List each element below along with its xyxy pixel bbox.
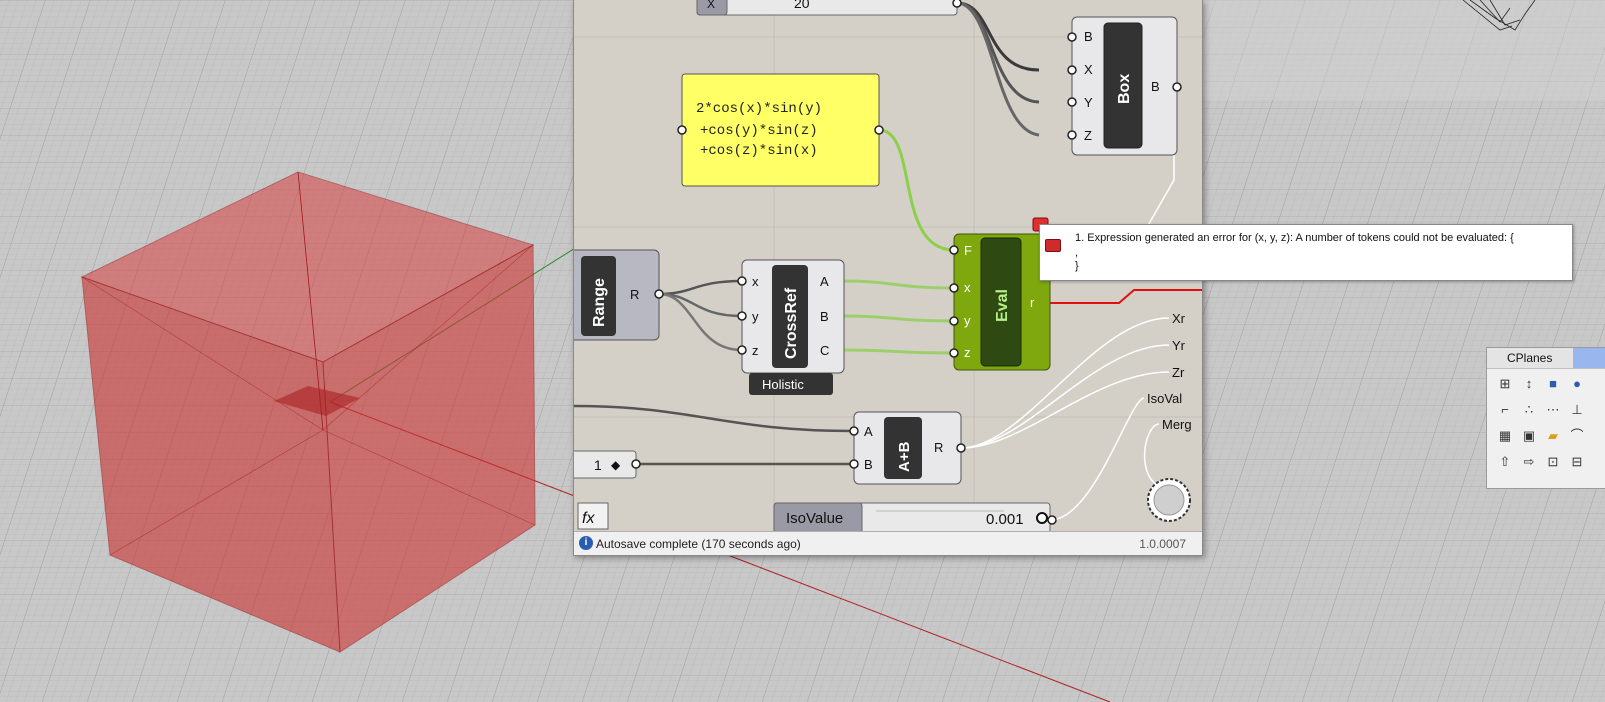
crossref-output-a: A (820, 274, 829, 289)
expression-panel[interactable]: 2*cos(x)*sin(y) +cos(y)*sin(z) +cos(z)*s… (677, 73, 884, 187)
range-component[interactable]: Range R (574, 249, 664, 341)
crossref-mode-tag (749, 373, 833, 395)
input-yr: Yr (1172, 338, 1186, 353)
marching-cubes-inputs: Xr Yr Zr IsoVal Merg (1147, 311, 1192, 432)
slider-top-label: X (707, 0, 715, 11)
cplane-object-icon[interactable]: ■ (1549, 376, 1557, 391)
cplane-save-icon[interactable]: ▣ (1522, 428, 1536, 443)
crossref-input-x: x (752, 274, 759, 289)
eval-input-f: F (964, 243, 972, 258)
addition-input-a: A (864, 424, 873, 439)
expression-line-2: +cos(y)*sin(z) (700, 123, 818, 139)
range-output: R (630, 287, 639, 302)
isovalue-label: IsoValue (786, 510, 843, 527)
range-title: Range (591, 278, 608, 327)
error-icon (1045, 239, 1061, 252)
crossref-output-c: C (820, 343, 829, 358)
isovalue-value: 0.001 (986, 511, 1024, 528)
cplanes-header: CPlanes (1487, 348, 1605, 369)
isovalue-slider-grip[interactable] (1036, 512, 1048, 524)
cplane-world-icon[interactable]: ⊡ (1547, 454, 1559, 469)
cplane-rotate-icon[interactable]: ⋯ (1546, 402, 1560, 417)
addition-output-r: R (934, 440, 943, 455)
status-bar: i Autosave complete (170 seconds ago) 1.… (574, 531, 1202, 555)
cplane-zaxis-icon[interactable]: ⊥ (1571, 402, 1583, 417)
crossref-input-y: y (752, 309, 759, 324)
addition-component[interactable]: A+B A B R (849, 411, 966, 485)
eval-input-y: y (964, 313, 971, 328)
version-label: 1.0.0007 (1139, 537, 1186, 551)
error-message-line-1: 1. Expression generated an error for (x,… (1075, 232, 1514, 244)
zoom-dial-icon[interactable] (1147, 478, 1191, 522)
info-icon: i (579, 536, 593, 550)
cplane-origin-icon[interactable]: ⌐ (1501, 402, 1509, 417)
number-one-value: 1 (594, 457, 602, 473)
addition-title: A+B (896, 441, 913, 472)
addition-input-b: B (864, 457, 873, 472)
grasshopper-window[interactable]: X 20 2*cos(x)*sin(y) +cos(y)*sin(z) +cos… (573, 0, 1203, 556)
error-message-line-3: } (1075, 260, 1079, 272)
eval-input-z: z (964, 345, 971, 360)
fx-label: fx (582, 510, 595, 527)
expression-line-1: 2*cos(x)*sin(y) (696, 101, 822, 117)
box-title: Box (1116, 74, 1133, 104)
box-input-b: B (1084, 29, 1093, 44)
cplane-open-icon[interactable]: ▰ (1548, 428, 1558, 443)
expression-line-3: +cos(z)*sin(x) (700, 143, 818, 159)
status-message: Autosave complete (170 seconds ago) (596, 537, 801, 551)
crossref-mode: Holistic (762, 377, 804, 392)
box-output-b: B (1151, 79, 1160, 94)
eval-output-r: r (1030, 295, 1035, 310)
cplane-view-icon[interactable]: ⊟ (1571, 454, 1583, 469)
slider-top-output[interactable] (952, 0, 962, 8)
crossref-output-b: B (820, 309, 829, 324)
fx-button[interactable]: fx (577, 502, 609, 530)
expression-input[interactable] (677, 125, 687, 135)
crossref-component[interactable]: CrossRef x y z A B C Holistic (737, 259, 845, 395)
box-component[interactable]: Box B X Y Z B (1067, 16, 1182, 156)
cplanes-toolbar[interactable]: CPlanes ⊞ ↕ ■ ● ⌐ ∴ ⋯ ⊥ ▦ ▣ ▰ ⌒ ⇧ ⇨ ⊡ ⊟ (1486, 347, 1605, 489)
eval-title: Eval (994, 289, 1011, 322)
input-isoval: IsoVal (1147, 391, 1182, 406)
crossref-input-z: z (752, 343, 759, 358)
crossref-title: CrossRef (783, 287, 800, 359)
error-tooltip: 1. Expression generated an error for (x,… (1039, 224, 1573, 281)
cplane-next-icon[interactable]: ⇨ (1523, 454, 1535, 469)
box-input-z: Z (1084, 128, 1092, 143)
tab-active-indicator[interactable] (1573, 348, 1605, 368)
error-message-line-2: , (1075, 247, 1079, 259)
cplane-elevation-icon[interactable]: ↕ (1525, 376, 1533, 391)
number-one-param[interactable]: 1 ◆ (574, 450, 641, 479)
cplane-sphere-icon[interactable]: ● (1573, 376, 1581, 391)
eval-input-x: x (964, 280, 971, 295)
cplane-curve-icon[interactable]: ⌒ (1570, 428, 1584, 443)
box-input-y: Y (1084, 95, 1093, 110)
wireframe-object (1462, 0, 1536, 31)
red-box-geometry (80, 171, 536, 653)
cplane-3point-icon[interactable]: ∴ (1524, 402, 1534, 417)
eval-component[interactable]: Eval F x y z r (949, 217, 1051, 371)
input-xr: Xr (1172, 311, 1186, 326)
slider-top-value: 20 (794, 0, 810, 11)
input-merg: Merg (1162, 417, 1192, 432)
tab-cplanes[interactable]: CPlanes (1507, 351, 1553, 365)
input-zr: Zr (1172, 365, 1185, 380)
cplane-top-icon[interactable]: ⊞ (1499, 376, 1511, 391)
expression-output[interactable] (874, 125, 884, 135)
cplane-undo-icon[interactable]: ⇧ (1499, 454, 1511, 469)
cplane-grid-icon[interactable]: ▦ (1498, 428, 1512, 443)
diamond-icon: ◆ (611, 458, 621, 472)
isovalue-slider[interactable]: IsoValue 0.001 (773, 502, 1057, 531)
box-input-x: X (1084, 62, 1093, 77)
grasshopper-canvas[interactable]: X 20 2*cos(x)*sin(y) +cos(y)*sin(z) +cos… (574, 0, 1202, 531)
slider-top[interactable]: X 20 (696, 0, 962, 16)
